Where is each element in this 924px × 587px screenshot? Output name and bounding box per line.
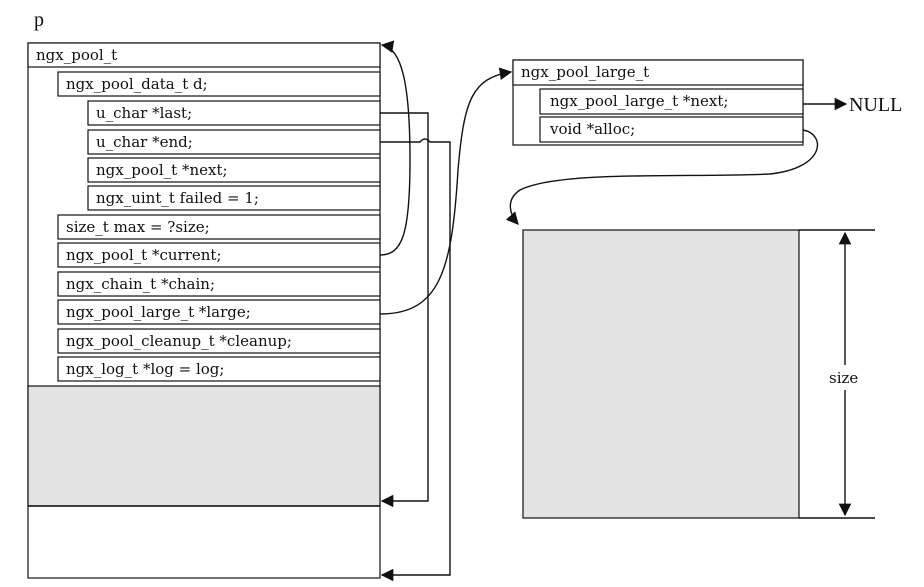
pool-field-log	[57, 356, 381, 382]
pool-field-large	[57, 299, 381, 325]
field-max: size_t max = ?size;	[66, 218, 210, 236]
pool-field-max	[57, 214, 381, 240]
field-end: u_char *end;	[96, 133, 193, 151]
arrow-end-to-pool-end	[380, 138, 451, 582]
large-alloc-label: void *alloc;	[549, 120, 635, 138]
field-chain: ngx_chain_t *chain;	[66, 275, 215, 293]
large-title: ngx_pool_large_t	[521, 63, 649, 81]
arrow-alloc-to-block	[505, 129, 819, 225]
large-next-label: ngx_pool_large_t *next;	[550, 92, 728, 110]
field-next: ngx_pool_t *next;	[96, 161, 228, 179]
field-cleanup: ngx_pool_cleanup_t *cleanup;	[66, 332, 292, 350]
pool-title: ngx_pool_t	[36, 46, 117, 64]
pool-data-row	[57, 71, 381, 97]
pool-data-field-failed	[87, 185, 381, 211]
field-current: ngx_pool_t *current;	[66, 246, 222, 264]
pool-data-label: ngx_pool_data_t d;	[66, 75, 208, 93]
pool-field-cleanup	[57, 328, 381, 354]
field-last: u_char *last;	[96, 104, 192, 122]
large-field-next	[539, 88, 804, 115]
large-field-alloc	[539, 116, 804, 143]
pool-field-chain	[57, 271, 381, 297]
pool-data-field-next	[87, 157, 381, 183]
field-failed: ngx_uint_t failed = 1;	[96, 189, 259, 207]
pool-field-current	[57, 242, 381, 268]
field-log: ngx_log_t *log = log;	[66, 360, 224, 378]
large-title-row	[512, 59, 804, 86]
size-label-bg	[825, 367, 867, 389]
null-label: NULL	[849, 94, 902, 116]
size-label: size	[829, 369, 858, 387]
large-alloc-block	[522, 229, 800, 519]
arrow-large-to-large-struct	[379, 67, 513, 315]
pointer-label-p: p	[34, 9, 44, 31]
arrow-current-to-pool	[379, 40, 411, 256]
pool-free-area	[27, 385, 381, 507]
pool-title-row	[27, 42, 381, 68]
field-large: ngx_pool_large_t *large;	[66, 303, 251, 321]
arrow-last-to-free	[380, 112, 429, 508]
